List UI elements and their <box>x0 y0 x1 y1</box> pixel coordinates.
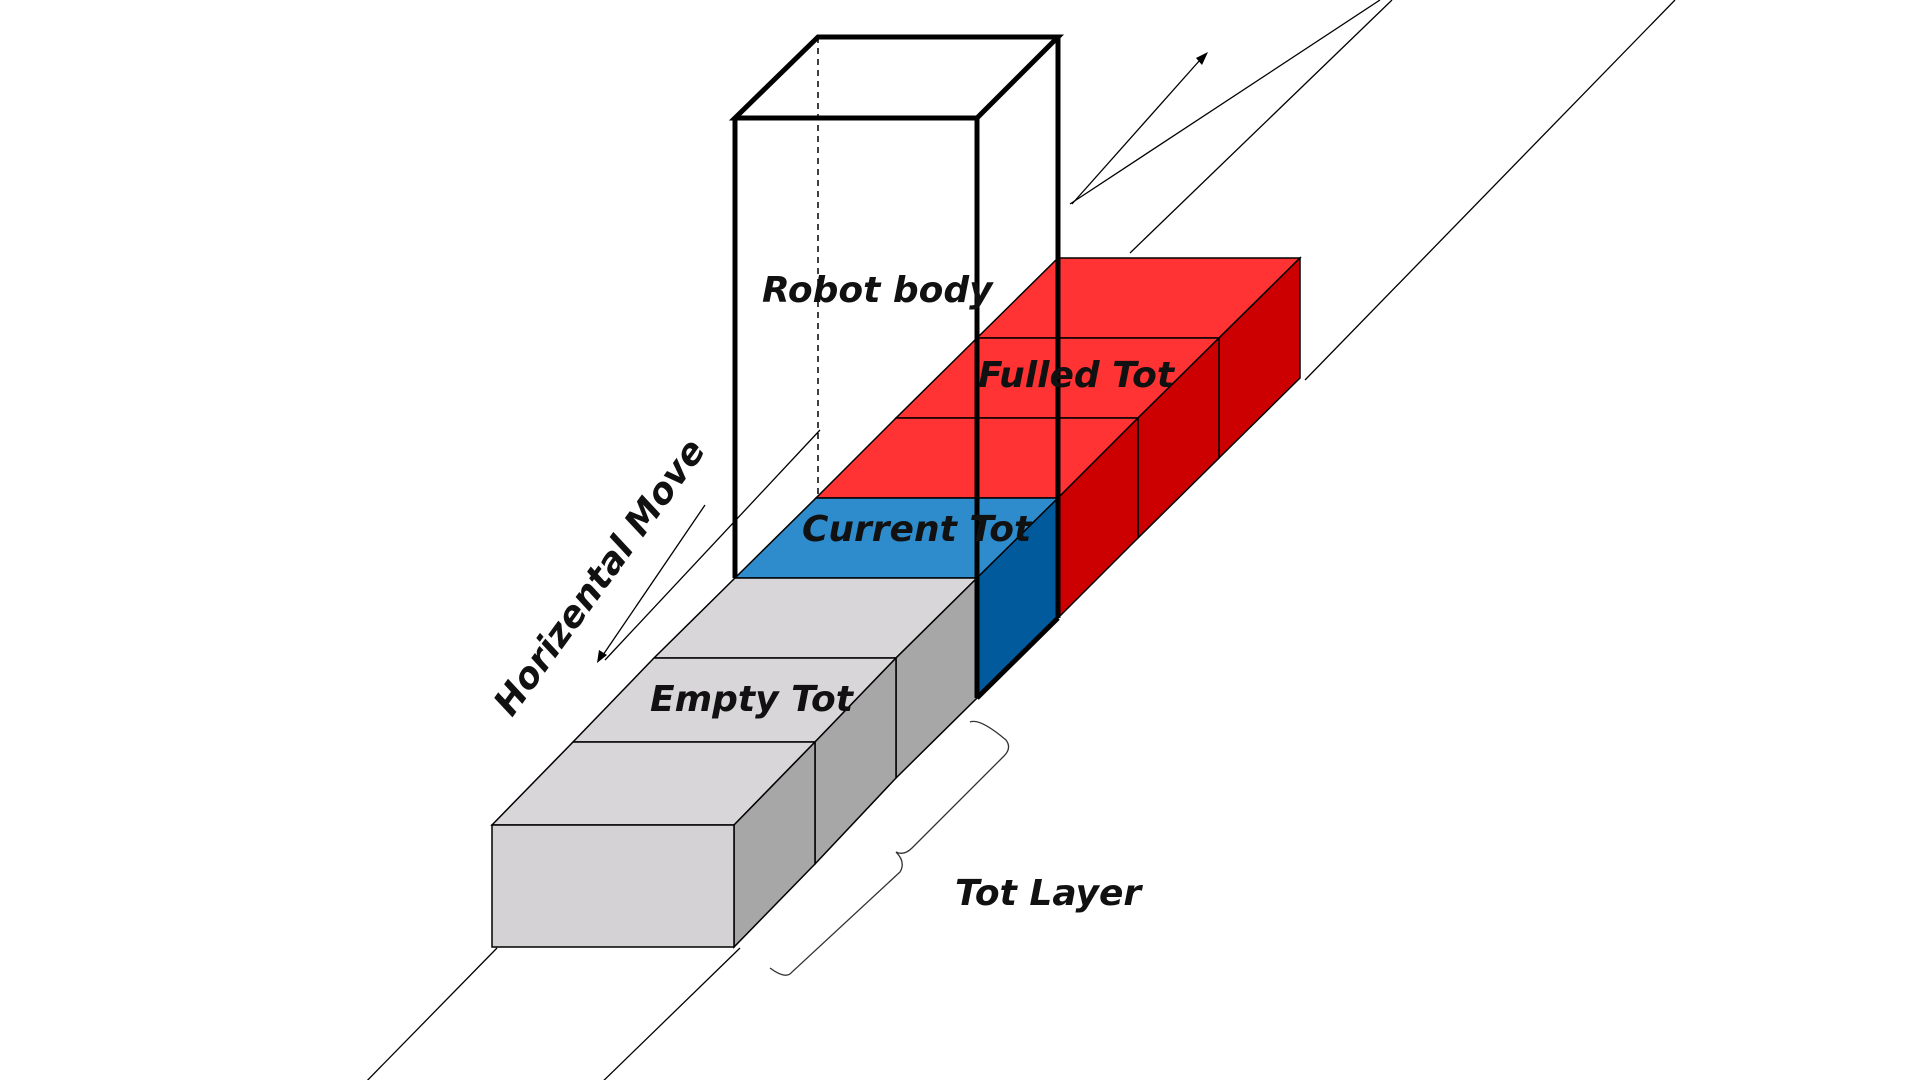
rail-line-right-upper <box>1129 0 1393 254</box>
robot-body-label: Robot body <box>762 270 994 311</box>
empty-tot-front-1 <box>491 824 735 948</box>
robot-body <box>728 34 1065 698</box>
rail-line-left <box>366 947 498 1080</box>
empty-tot-label: Empty Tot <box>650 679 855 720</box>
rail-line-left-top <box>1069 0 1381 205</box>
rail-lines <box>366 0 1676 1080</box>
tot-layer-bracket <box>769 720 1010 976</box>
rail-line-far-right <box>1304 0 1676 381</box>
move-arrow-up <box>1071 52 1208 205</box>
move-arrow-down <box>597 504 706 663</box>
current-tot-label: Current Tot <box>802 509 1033 550</box>
fulled-tot-label: Fulled Tot <box>978 355 1176 396</box>
empty-tot-group <box>490 576 979 949</box>
rail-line-right-lower <box>603 947 741 1080</box>
robot-body-top <box>728 34 1065 121</box>
rail-line-left-upper <box>604 429 821 661</box>
tot-layer-label: Tot Layer <box>955 873 1143 914</box>
